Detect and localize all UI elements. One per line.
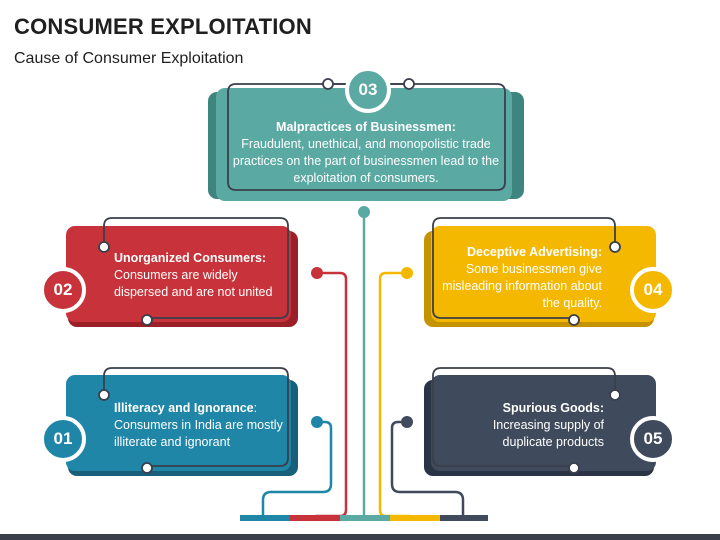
dot-04	[401, 267, 413, 279]
card-05-text: Spurious Goods: Increasing supply of dup…	[458, 400, 604, 451]
card-01-desc: Consumers in India are mostly illiterate…	[114, 418, 283, 449]
card-03	[208, 78, 524, 201]
card-02-desc: Consumers are widely dispersed and are n…	[114, 268, 273, 299]
badge-02: 02	[40, 267, 86, 313]
dot-02	[311, 267, 323, 279]
badge-03: 03	[345, 67, 391, 113]
badge-01: 01	[40, 416, 86, 462]
card-02-text: Unorganized Consumers: Consumers are wid…	[114, 250, 286, 301]
card-04	[424, 217, 656, 327]
wire-04	[378, 271, 412, 518]
card-01	[66, 367, 298, 476]
wire-05	[390, 420, 465, 518]
card-01-title-colon: :	[253, 401, 258, 415]
base-bar	[240, 515, 488, 521]
connector-dots	[311, 206, 413, 428]
card-01-title: Illiteracy and Ignorance	[114, 401, 254, 415]
page-title: CONSUMER EXPLOITATION	[14, 14, 312, 39]
card-02-title: Unorganized Consumers:	[114, 251, 267, 265]
card-03-title: Malpractices of Businessmen:	[276, 120, 456, 134]
card-03-desc: Fraudulent, unethical, and monopolistic …	[232, 137, 500, 185]
card-05-title: Spurious Goods:	[502, 401, 604, 415]
card-04-desc: Some businessmen give misleading informa…	[442, 262, 602, 310]
card-03-text: Malpractices of Businessmen: Fraudulent,…	[232, 119, 500, 187]
card-02	[66, 217, 298, 327]
dot-03	[358, 206, 370, 218]
card-04-text: Deceptive Advertising: Some businessmen …	[440, 244, 602, 312]
bottom-bar	[0, 534, 720, 540]
page-subtitle: Cause of Consumer Exploitation	[14, 50, 244, 67]
wire-01	[261, 420, 333, 518]
badge-04: 04	[630, 267, 676, 313]
card-04-title: Deceptive Advertising:	[467, 245, 602, 259]
dot-01	[311, 416, 323, 428]
card-05-desc: Increasing supply of duplicate products	[492, 418, 604, 449]
card-05	[424, 367, 656, 476]
dot-05	[401, 416, 413, 428]
badge-05: 05	[630, 416, 676, 462]
card-01-text: Illiteracy and Ignorance: Consumers in I…	[114, 400, 286, 451]
